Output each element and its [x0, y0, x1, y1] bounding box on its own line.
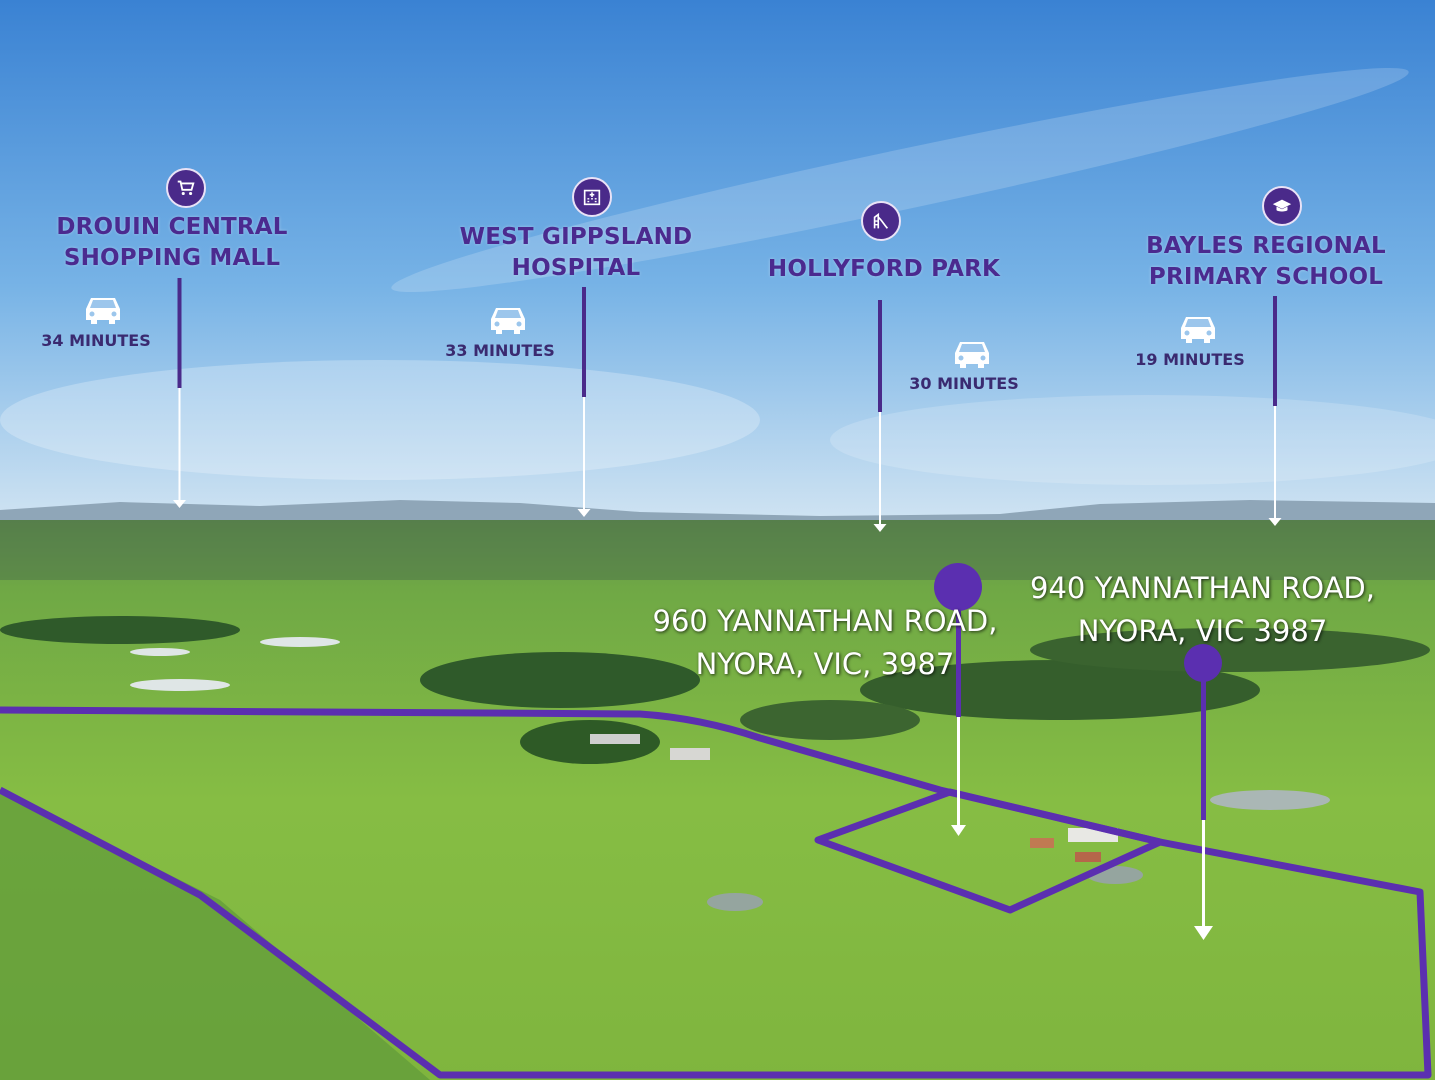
travel-time-hospital: 33 MINUTES: [445, 341, 555, 360]
car-icon: [86, 298, 120, 324]
poi-label-line1: HOLLYFORD PARK: [767, 256, 1001, 282]
travel-time-hollyford: 30 MINUTES: [909, 374, 1019, 393]
property-marker-940: [1184, 644, 1222, 940]
poi-label-line2: PRIMARY SCHOOL: [1148, 264, 1384, 290]
poi-label-line1: WEST GIPPSLAND: [459, 224, 693, 250]
travel-time-drouin: 34 MINUTES: [41, 331, 151, 350]
poi-label-line1: DROUIN CENTRAL: [56, 214, 288, 240]
poi-label-line2: SHOPPING MALL: [63, 245, 281, 271]
property-marker-960: [934, 563, 982, 836]
car-icon: [491, 308, 525, 334]
address-label-940: 940 YANNATHAN ROAD, NYORA, VIC 3987: [1020, 567, 1385, 653]
car-icon: [955, 342, 989, 368]
poi-label-line2: HOSPITAL: [511, 255, 641, 281]
travel-time-bayles: 19 MINUTES: [1135, 350, 1245, 369]
address-label-960: 960 YANNATHAN ROAD, NYORA, VIC, 3987: [640, 600, 1010, 686]
address-line2: NYORA, VIC, 3987: [695, 647, 955, 681]
poi-label-drouin: DROUIN CENTRAL SHOPPING MALL: [52, 212, 292, 274]
address-line2: NYORA, VIC 3987: [1077, 614, 1328, 648]
poi-label-line1: BAYLES REGIONAL: [1146, 233, 1386, 259]
poi-label-bayles: BAYLES REGIONAL PRIMARY SCHOOL: [1136, 231, 1396, 293]
graduation-cap-icon: [1262, 186, 1302, 226]
hospital-building-icon: [572, 177, 612, 217]
address-line1: 940 YANNATHAN ROAD,: [1030, 571, 1375, 605]
playground-slide-icon: [861, 201, 901, 241]
poi-leader-lines: [173, 278, 1282, 532]
shopping-cart-icon: [166, 168, 206, 208]
car-icon: [1181, 317, 1215, 343]
poi-label-hollyford: HOLLYFORD PARK: [764, 254, 1004, 285]
poi-label-hospital: WEST GIPPSLAND HOSPITAL: [456, 222, 696, 284]
address-line1: 960 YANNATHAN ROAD,: [652, 604, 998, 638]
